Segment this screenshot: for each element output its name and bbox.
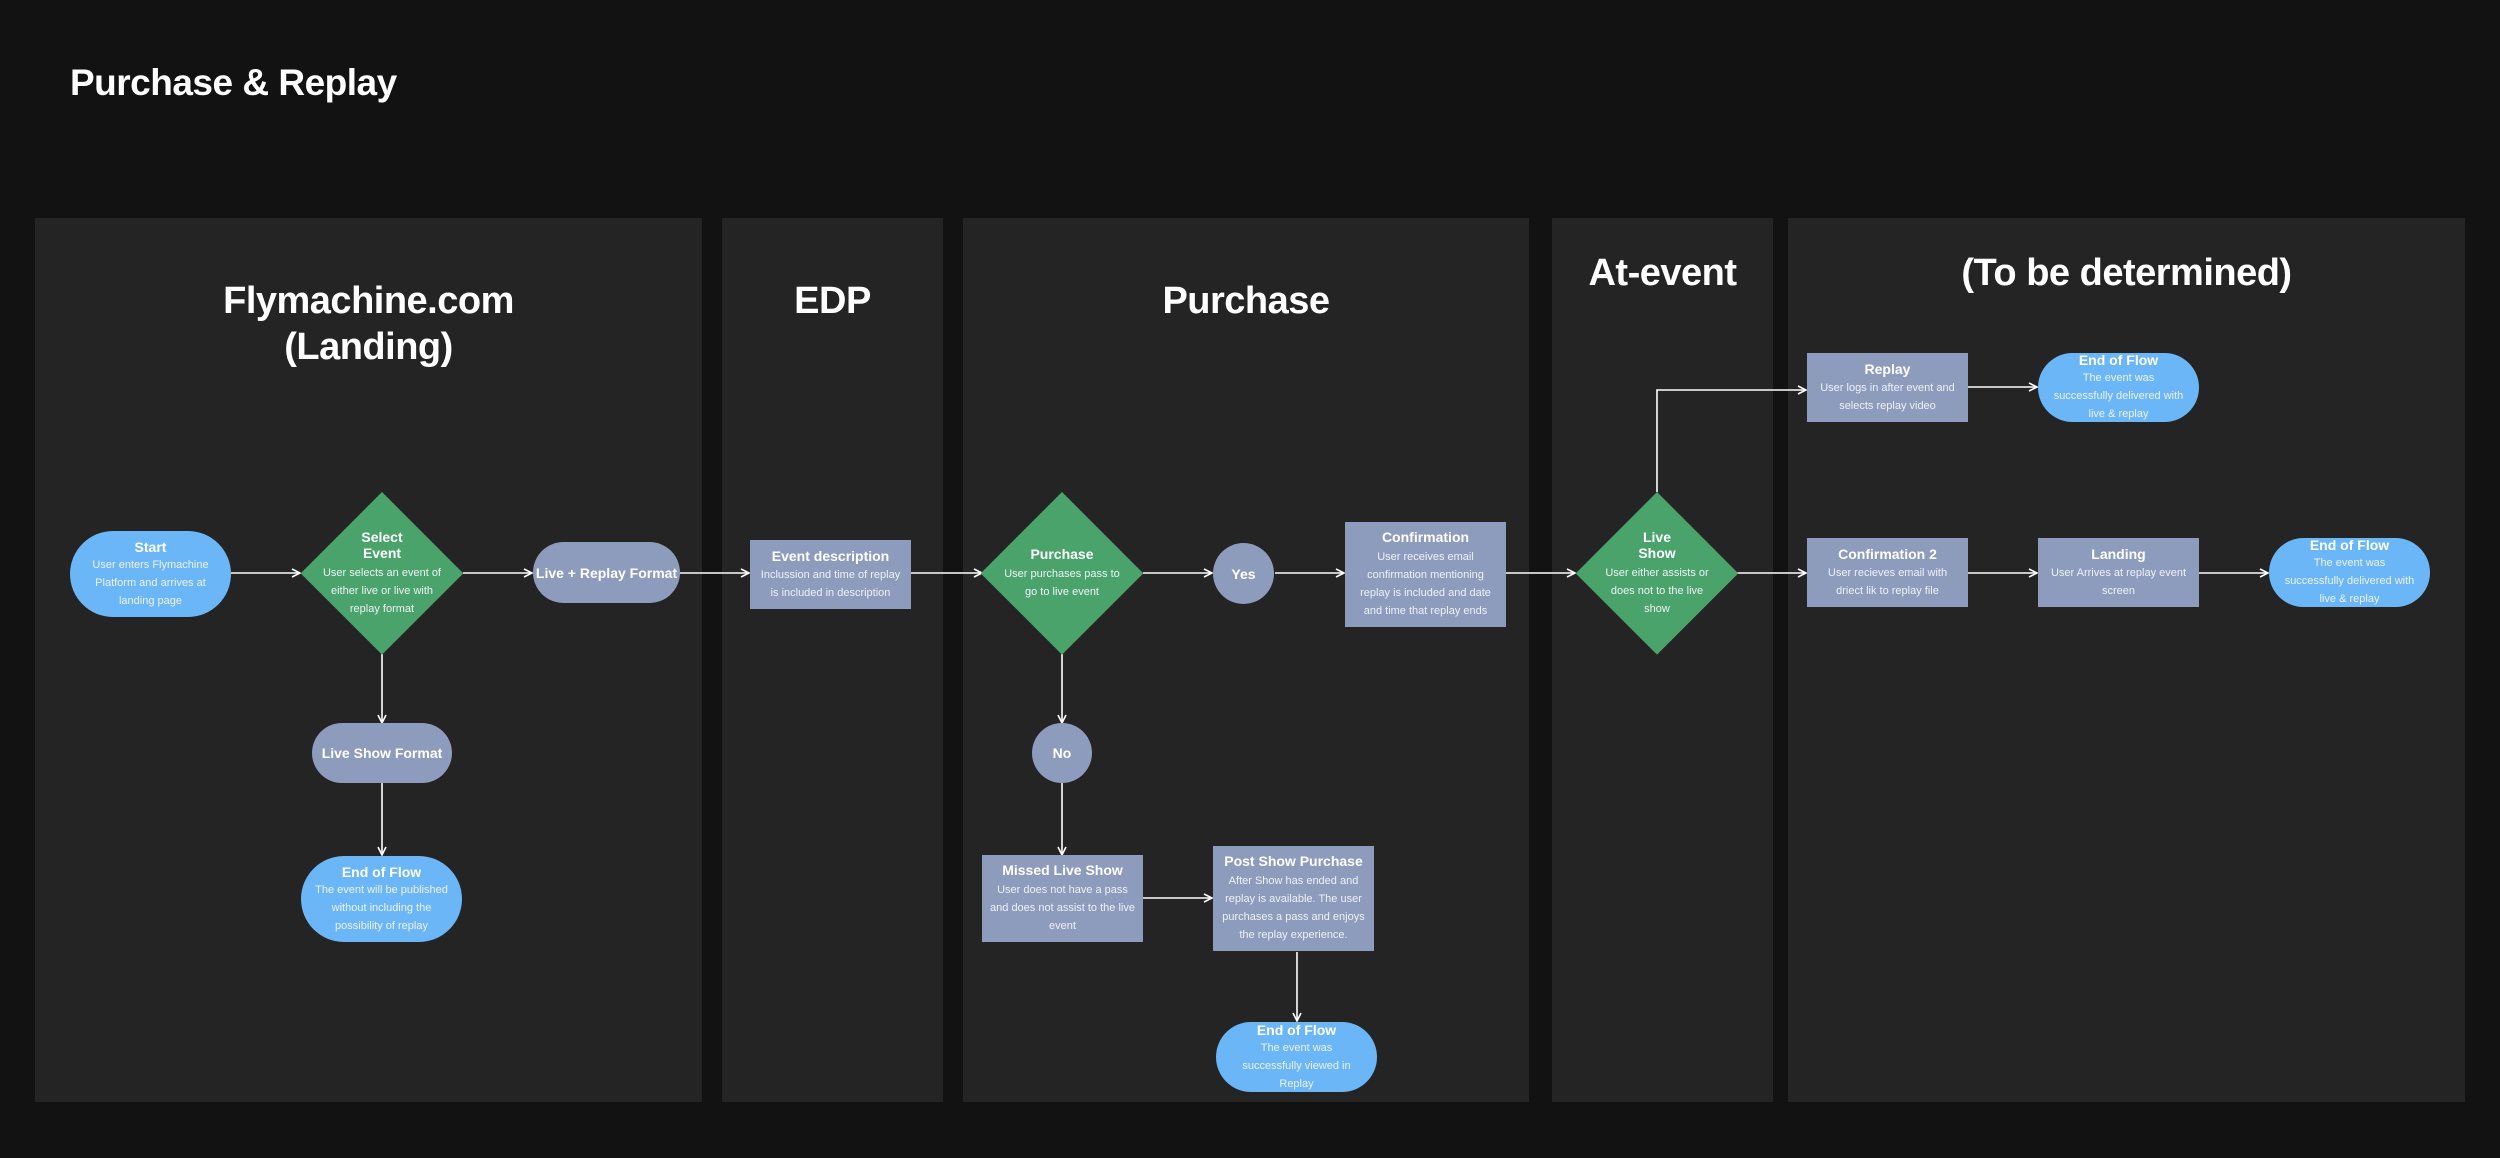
- replay-node[interactable]: Replay User logs in after event and sele…: [1807, 353, 1968, 422]
- lane-title-edp: EDP: [794, 280, 871, 322]
- start-desc: User enters Flymachine Platform and arri…: [92, 558, 209, 607]
- live-replay-format-node[interactable]: Live + Replay Format: [533, 542, 680, 603]
- live-show-title: Live Show: [1638, 528, 1676, 561]
- live-show-desc: User either assists or does not to the l…: [1605, 566, 1709, 615]
- missed-live-show-title: Missed Live Show: [1002, 862, 1123, 878]
- no-node[interactable]: No: [1032, 723, 1092, 783]
- missed-live-show-desc: User does not have a pass and does not a…: [990, 884, 1135, 932]
- purchase-desc: User purchases pass to go to live event: [1004, 567, 1120, 598]
- start-node[interactable]: Start User enters Flymachine Platform an…: [70, 531, 231, 617]
- landing-node[interactable]: Landing User Arrives at replay event scr…: [2038, 538, 2199, 607]
- purchase-title: Purchase: [1030, 545, 1094, 562]
- page-title: Purchase & Replay: [70, 62, 397, 103]
- select-event-title: Select Event: [361, 528, 403, 561]
- end-replay-viewed-title: End of Flow: [1256, 1021, 1337, 1038]
- select-event-decision[interactable]: Select Event User selects an event of ei…: [301, 492, 463, 654]
- post-show-purchase-node[interactable]: Post Show Purchase After Show has ended …: [1213, 846, 1374, 951]
- end-of-flow-tbd-top-node[interactable]: End of Flow The event was successfully d…: [2038, 352, 2199, 422]
- end-of-flow-landing-node[interactable]: End of Flow The event will be published …: [301, 856, 462, 942]
- lane-landing: Flymachine.com (Landing): [35, 218, 702, 1102]
- missed-live-show-node[interactable]: Missed Live Show User does not have a pa…: [982, 855, 1143, 942]
- live-show-format-node[interactable]: Live Show Format: [312, 723, 452, 783]
- confirmation-2-node[interactable]: Confirmation 2 User recieves email with …: [1807, 538, 1968, 607]
- end-tbd-top-desc: The event was successfully delivered wit…: [2053, 372, 2184, 420]
- end-tbd-bottom-title: End of Flow: [2309, 537, 2390, 553]
- confirmation-2-desc: User recieves email with driect lik to r…: [1827, 566, 1948, 597]
- replay-desc: User logs in after event and selects rep…: [1820, 381, 1955, 412]
- select-event-desc: User selects an event of either live or …: [322, 566, 441, 615]
- end-replay-viewed-desc: The event was successfully viewed in Rep…: [1242, 1041, 1351, 1090]
- lane-purchase: Purchase: [963, 218, 1529, 1102]
- lane-edp: EDP: [722, 218, 943, 1102]
- end-landing-desc: The event will be published without incl…: [315, 883, 448, 932]
- lane-title-at-event: At-event: [1588, 252, 1737, 294]
- landing-desc: User Arrives at replay event screen: [2050, 566, 2187, 597]
- yes-node[interactable]: Yes: [1213, 543, 1274, 604]
- confirmation-desc: User receives email confirmation mention…: [1360, 551, 1491, 617]
- end-landing-title: End of Flow: [341, 863, 422, 880]
- event-description-node[interactable]: Event description Inclussion and time of…: [750, 540, 911, 609]
- end-of-flow-tbd-bottom-node[interactable]: End of Flow The event was successfully d…: [2269, 537, 2430, 607]
- end-tbd-top-title: End of Flow: [2078, 352, 2159, 368]
- event-description-desc: Inclussion and time of replay is include…: [760, 568, 901, 599]
- replay-title: Replay: [1864, 360, 1911, 377]
- post-show-purchase-title: Post Show Purchase: [1224, 853, 1363, 869]
- landing-title: Landing: [2091, 545, 2146, 562]
- event-description-title: Event description: [771, 547, 890, 564]
- lane-at-event: At-event: [1552, 218, 1773, 1102]
- lane-title-landing: Flymachine.com (Landing): [223, 280, 514, 368]
- start-title: Start: [134, 538, 167, 555]
- lane-tbd: (To be determined): [1788, 218, 2465, 1102]
- end-tbd-bottom-desc: The event was successfully delivered wit…: [2284, 557, 2415, 605]
- confirmation-title: Confirmation: [1381, 529, 1470, 545]
- confirmation-2-title: Confirmation 2: [1838, 545, 1937, 562]
- lane-title-purchase: Purchase: [1162, 280, 1330, 322]
- live-show-decision[interactable]: Live Show User either assists or does no…: [1576, 492, 1738, 654]
- confirmation-node[interactable]: Confirmation User receives email confirm…: [1345, 522, 1506, 627]
- post-show-purchase-desc: After Show has ended and replay is avail…: [1222, 875, 1365, 941]
- end-of-flow-replay-viewed-node[interactable]: End of Flow The event was successfully v…: [1216, 1022, 1377, 1092]
- purchase-decision[interactable]: Purchase User purchases pass to go to li…: [981, 492, 1143, 654]
- lane-title-tbd: (To be determined): [1961, 252, 2292, 294]
